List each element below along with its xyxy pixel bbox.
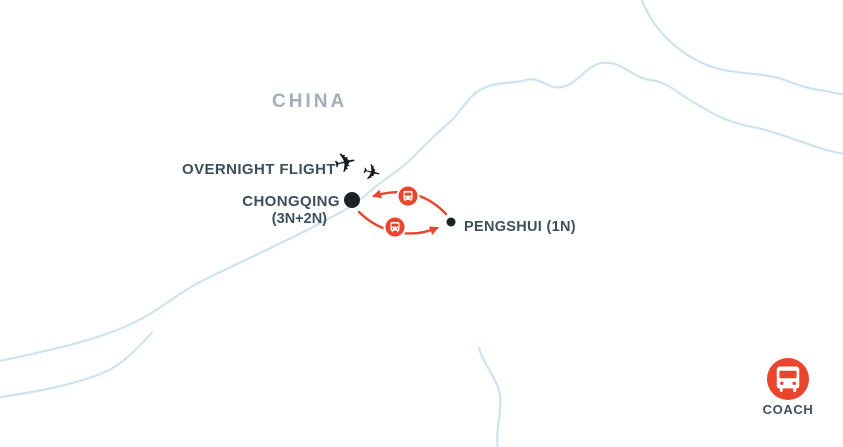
overnight-flight-label: OVERNIGHT FLIGHT xyxy=(182,161,336,178)
chongqing-label: CHONGQING xyxy=(242,193,340,210)
pengshui-marker xyxy=(446,217,456,227)
coach-legend-icon xyxy=(767,358,809,400)
river-branch-bottom xyxy=(477,346,502,447)
pengshui-label: PENGSHUI (1N) xyxy=(464,219,576,235)
country-label: CHINA xyxy=(272,91,348,112)
coach-legend-label: COACH xyxy=(762,402,814,417)
river-branch-left xyxy=(0,331,154,399)
chongqing-marker xyxy=(344,192,360,208)
bus-icon xyxy=(396,184,420,208)
bus-icon xyxy=(383,215,407,239)
river-main xyxy=(0,61,843,363)
river-branch-topright xyxy=(640,0,843,96)
chongqing-nights-label: (3N+2N) xyxy=(271,211,327,227)
